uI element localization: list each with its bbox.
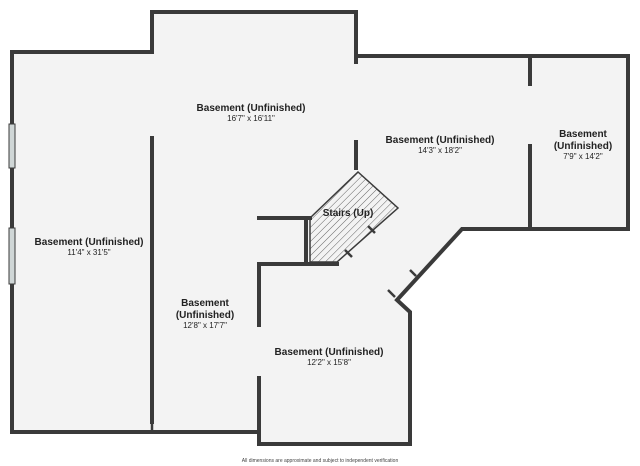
room-label: Basement (Unfinished) <box>275 347 384 358</box>
room-label: Basement (Unfinished) <box>35 237 144 248</box>
walls <box>10 10 630 446</box>
room-dimensions: 7'9" x 14'2" <box>563 152 603 161</box>
room-dimensions: 16'7" x 16'11" <box>227 114 275 123</box>
room-dimensions: 12'8" x 17'7" <box>183 321 227 330</box>
door-stubs <box>150 225 417 432</box>
room-label: (Unfinished) <box>176 310 234 321</box>
room-label: (Unfinished) <box>554 141 612 152</box>
stairs <box>309 170 400 263</box>
room-dimensions: 14'3" x 18'2" <box>418 146 462 155</box>
room-label: Basement (Unfinished) <box>386 135 495 146</box>
stairs-label: Stairs (Up) <box>323 208 374 219</box>
window <box>8 227 16 285</box>
room-dimensions: 12'2" x 15'8" <box>307 358 351 367</box>
room-label: Basement <box>559 129 607 140</box>
window <box>8 123 16 169</box>
exterior-wall <box>10 10 630 446</box>
room-dimensions: 11'4" x 31'5" <box>67 248 110 257</box>
disclaimer: All dimensions are approximate and subje… <box>242 458 399 464</box>
room-label: Basement <box>181 298 229 309</box>
room-label: Basement (Unfinished) <box>197 103 306 114</box>
